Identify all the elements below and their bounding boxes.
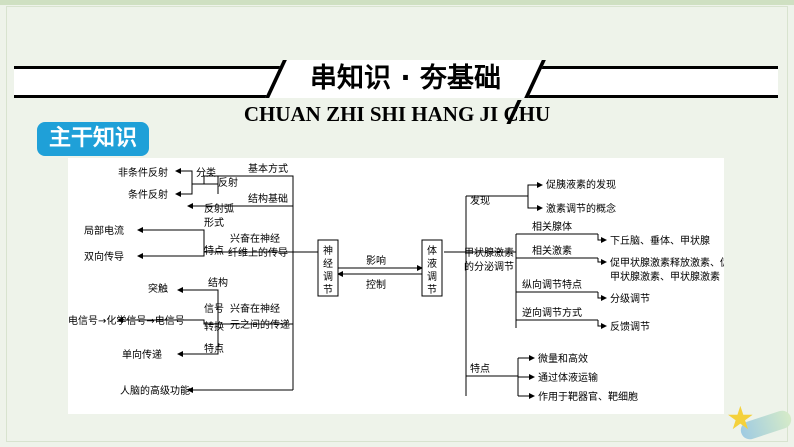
reflex-label: 反射	[218, 177, 238, 189]
humoral-branch-labels: 发现 促胰液素的发现 激素调节的概念 甲状腺激素 的分泌调节 相关腺体 下丘脑、…	[464, 178, 730, 403]
concept-map: 神经调节 体液调节 影响 控制 基本方式 反射 分类 非条件反射 条件反射 结构…	[68, 158, 730, 414]
nerve-branch-labels: 基本方式 反射 分类 非条件反射 条件反射 结构基础 反射弧 兴奋在神经 纤维上…	[68, 162, 290, 397]
reverse-regulation-label: 逆向调节方式	[522, 306, 582, 319]
structural-basis-label: 结构基础	[248, 192, 288, 205]
slide-frame	[6, 6, 788, 442]
top-stripe	[0, 0, 794, 5]
unidirectional-label: 单向传递	[122, 348, 162, 361]
related-hormones-label: 相关激素	[532, 244, 572, 257]
control-label: 控制	[366, 278, 386, 291]
signal-chain-label: 电信号→化学信号→电信号	[68, 314, 185, 327]
connector-lines	[117, 168, 607, 399]
page-title: 串知识 · 夯基础	[309, 63, 502, 94]
structure-label: 结构	[208, 276, 228, 289]
banner-title-box: 串知识 · 夯基础	[265, 60, 546, 98]
conditioned-reflex-label: 条件反射	[128, 188, 168, 201]
feature-label-1: 特点	[204, 245, 224, 257]
feature-transport-label: 通过体液运输	[538, 371, 598, 384]
between-neurons-label-2: 元之间的传递	[230, 318, 290, 331]
vertical-char: 神	[323, 244, 333, 257]
related-hormones-value-2: 甲状腺激素、甲状腺激素	[610, 270, 720, 283]
hormone-concept-label: 激素调节的概念	[546, 202, 616, 215]
unconditioned-reflex-label: 非条件反射	[118, 166, 168, 179]
thyroid-label-1: 甲状腺激素	[464, 246, 514, 259]
star-icon: ★	[726, 399, 755, 437]
humoral-regulation-label: 体液调节	[427, 245, 437, 296]
vertical-char: 经	[323, 257, 333, 270]
classification-label: 分类	[196, 166, 216, 179]
basic-mode-label: 基本方式	[248, 162, 288, 175]
nerve-regulation-label: 神经调节	[323, 244, 333, 296]
center-labels: 神经调节 体液调节 影响 控制	[323, 244, 437, 296]
concept-map-svg: 神经调节 体液调节 影响 控制 基本方式 反射 分类 非条件反射 条件反射 结构…	[68, 162, 730, 403]
section-badge: 主干知识	[37, 122, 149, 156]
local-current-label: 局部电流	[84, 224, 124, 237]
between-neurons-label-1: 兴奋在神经	[230, 302, 280, 315]
feature-label-2: 特点	[204, 343, 224, 355]
pinyin-subtitle: CHUAN ZHI SHI HANG JI CHU	[243, 102, 551, 126]
synapse-label: 突触	[148, 282, 168, 295]
vertical-char: 液	[427, 257, 437, 270]
vertical-char: 节	[323, 284, 333, 296]
feature-micro-label: 微量和高效	[538, 352, 588, 365]
on-fiber-label-2: 纤维上的传导	[228, 246, 288, 259]
vertical-char: 调	[427, 271, 437, 283]
on-fiber-label-1: 兴奋在神经	[230, 232, 280, 245]
vertical-char: 体	[427, 245, 437, 257]
features-label: 特点	[470, 363, 490, 375]
related-glands-label: 相关腺体	[532, 220, 572, 233]
graded-regulation-label: 分级调节	[610, 293, 650, 305]
brain-function-label: 人脑的高级功能	[120, 384, 190, 397]
conversion-label: 转换	[204, 320, 224, 333]
related-glands-value: 下丘脑、垂体、甲状腺	[610, 234, 710, 247]
signal-label: 信号	[204, 303, 224, 315]
bidirectional-label: 双向传导	[84, 250, 124, 263]
vertical-regulation-label: 纵向调节特点	[522, 278, 582, 291]
feedback-regulation-label: 反馈调节	[610, 320, 650, 333]
humoral-box	[421, 239, 443, 297]
thyroid-label-2: 的分泌调节	[464, 260, 514, 273]
vertical-char: 节	[427, 284, 437, 296]
discovery-label: 发现	[470, 194, 490, 207]
related-hormones-value-1: 促甲状腺激素释放激素、促	[610, 256, 724, 269]
form-label: 形式	[204, 216, 224, 229]
nerve-box	[317, 239, 339, 297]
feature-target-label: 作用于靶器官、靶细胞	[538, 390, 638, 403]
influence-label: 影响	[366, 254, 386, 267]
vertical-char: 调	[323, 271, 333, 283]
reflex-arc-label: 反射弧	[204, 202, 234, 215]
secretin-label: 促胰液素的发现	[546, 178, 616, 191]
